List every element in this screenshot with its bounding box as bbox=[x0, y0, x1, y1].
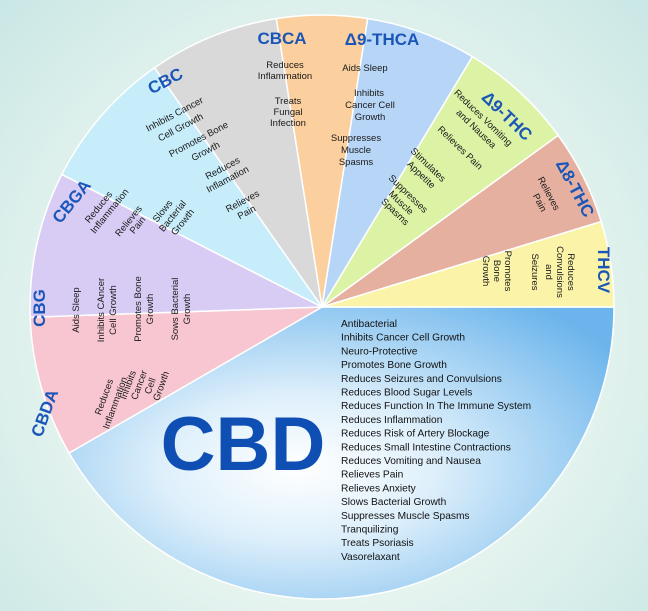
segment-d9thc bbox=[321, 55, 560, 308]
segment-cbd bbox=[68, 306, 615, 600]
cbd-effect-item: Reduces Vomiting and Nausea bbox=[341, 456, 481, 467]
segment-effect-text: Inhibits bbox=[354, 88, 384, 99]
segment-effect-text: Fungal bbox=[273, 107, 302, 118]
segment-effect-text: Growth bbox=[145, 294, 156, 325]
segment-effect-text: Aids Sleep bbox=[71, 287, 82, 332]
cbd-effect-item: Vasorelaxant bbox=[341, 552, 400, 563]
cbd-effect-item: Suppresses Muscle Spasms bbox=[341, 511, 470, 522]
segment-effect-text: Seizures bbox=[529, 254, 540, 291]
segment-effect-text: Convulsions bbox=[554, 246, 565, 298]
cbd-effect-item: Neuro-Protective bbox=[341, 346, 418, 357]
segment-effect-text: Cell bbox=[143, 377, 159, 396]
segment-thcv bbox=[321, 220, 615, 308]
cbd-effect-item: Reduces Inflammation bbox=[341, 415, 442, 426]
segment-title: THCV bbox=[594, 247, 613, 294]
segment-effect-text: Inflammation bbox=[258, 71, 312, 82]
cbd-effect-item: Reduces Function In The Immune System bbox=[341, 401, 531, 412]
cbd-effect-item: Relieves Pain bbox=[341, 470, 403, 481]
segment-effect-text: Treats bbox=[275, 96, 302, 107]
segment-effect-text: Growth bbox=[480, 256, 491, 287]
cbd-effect-item: Reduces Seizures and Convulsions bbox=[341, 374, 502, 385]
cbd-effect-item: Reduces Blood Sugar Levels bbox=[341, 388, 472, 399]
cbd-title: CBD bbox=[161, 402, 326, 487]
segment-cbda bbox=[29, 306, 323, 455]
segment-effect-text: Sows Bacterial bbox=[170, 278, 181, 341]
cbd-effect-item: Promotes Bone Growth bbox=[341, 360, 447, 371]
segment-effect-text: Promotes Bone bbox=[133, 276, 144, 341]
segment-effect-text: Inhibits CAncer bbox=[96, 278, 107, 342]
cbd-effect-item: Inhibits Cancer Cell Growth bbox=[341, 333, 465, 344]
cbd-effect-item: Slows Bacterial Growth bbox=[341, 497, 446, 508]
segment-effect-text: Reduces bbox=[266, 60, 304, 71]
segment-effect-text: Bone bbox=[491, 260, 502, 282]
segment-effect-text: Infection bbox=[270, 118, 306, 129]
segment-effect-text: Aids Sleep bbox=[342, 63, 387, 74]
segment-title: CBG bbox=[30, 289, 49, 327]
cbd-effect-item: Reduces Small Intestine Contractions bbox=[341, 442, 511, 453]
segment-effect-text: Muscle bbox=[341, 145, 371, 156]
segment-cbc bbox=[153, 17, 323, 308]
segment-effect-text: Growth bbox=[182, 294, 193, 325]
segment-effect-text: Cell Growth bbox=[108, 285, 119, 335]
segment-title: Δ9-THCA bbox=[345, 30, 420, 49]
cbd-effect-item: Treats Psoriasis bbox=[341, 538, 414, 549]
segment-effect-text: and bbox=[543, 264, 554, 280]
segment-effect-text: Cancer Cell bbox=[345, 100, 395, 111]
segment-cbg bbox=[29, 173, 325, 318]
segment-effect-text: Growth bbox=[355, 112, 386, 123]
cbd-effect-item: Relieves Anxiety bbox=[341, 483, 417, 494]
cbd-effect-item: Tranquilizing bbox=[341, 525, 399, 536]
segment-effect-text: Spasms bbox=[339, 157, 374, 168]
segment-cbga bbox=[60, 66, 323, 308]
segment-cbca-labels: CBCA ReducesInflammationTreatsFungalInfec… bbox=[257, 29, 312, 129]
cbd-effect-item: Reduces Risk of Artery Blockage bbox=[341, 429, 490, 440]
segment-title: CBCA bbox=[257, 29, 306, 48]
cbd-effect-item: Antibacterial bbox=[341, 319, 397, 330]
segment-effect-text: Suppresses bbox=[331, 133, 381, 144]
segment-effect-text: Promotes bbox=[502, 251, 513, 292]
segment-effect-text: Reduces bbox=[565, 253, 576, 291]
